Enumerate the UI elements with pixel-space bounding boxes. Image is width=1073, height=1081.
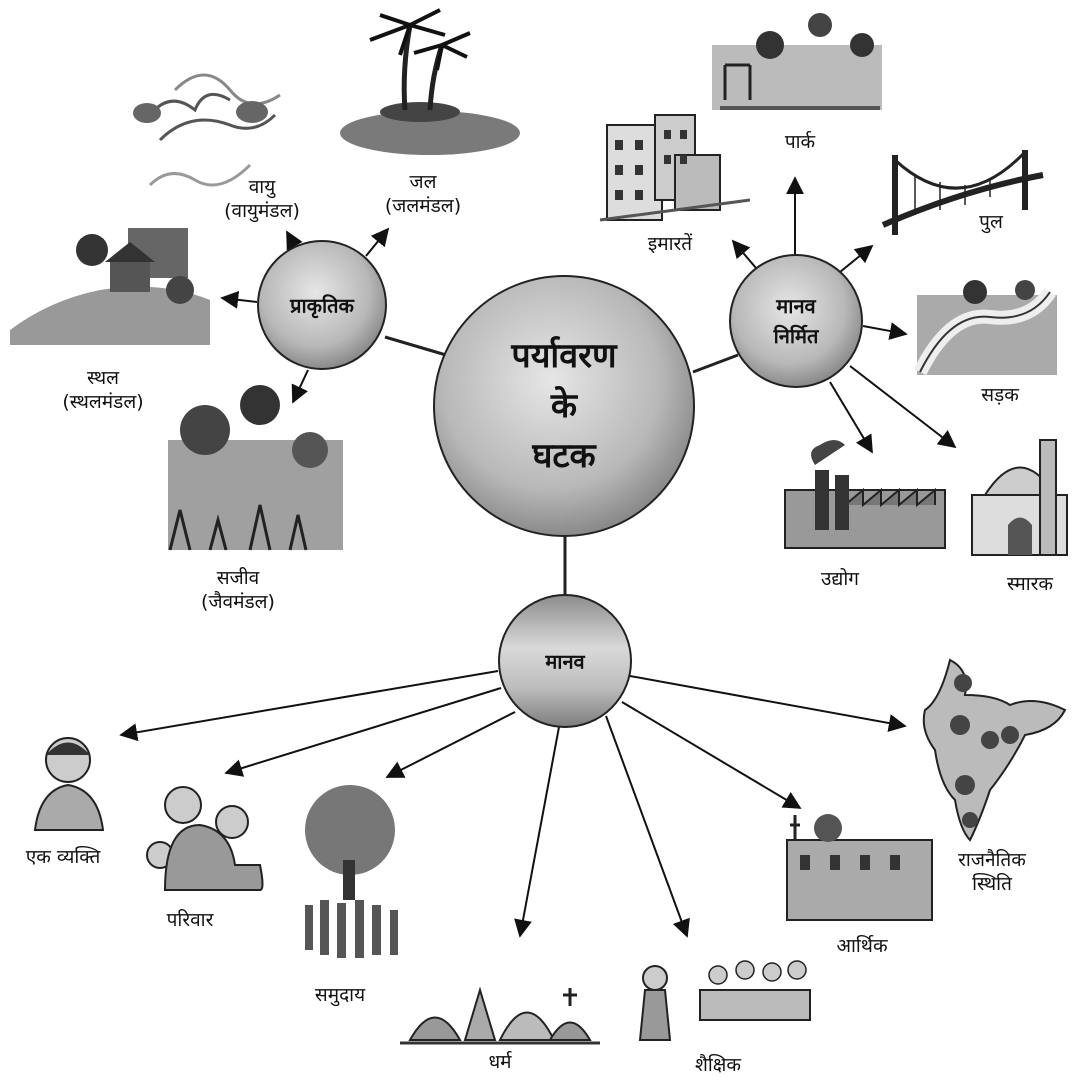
label-land-line-1: स्थल <box>86 367 120 389</box>
community-icon <box>305 785 398 958</box>
label-water-line-2: (जलमंडल) <box>384 195 462 217</box>
connector-natural <box>384 335 447 357</box>
label-air-line-2: (वायुमंडल) <box>224 200 300 222</box>
label-water: जल (जलमंडल) <box>385 170 461 218</box>
label-water-line-1: जल <box>409 171 437 193</box>
arrow-political <box>629 675 907 732</box>
arrow-bridge <box>839 244 874 273</box>
arrow-industry <box>829 381 873 454</box>
center-line-3: घटक <box>532 436 596 476</box>
label-land: स्थल (स्थलमंडल) <box>62 366 143 414</box>
center-line-2: के <box>550 386 578 426</box>
label-religion: धर्म <box>488 1051 512 1073</box>
label-political-line-2: स्थिति <box>972 873 1012 895</box>
label-living-line-1: सजीव <box>216 567 260 589</box>
hub-connectors <box>384 335 739 596</box>
label-community: समुदाय <box>314 984 366 1006</box>
arrow-individual <box>119 670 499 742</box>
label-land-line-2: (स्थलमंडल) <box>62 391 144 413</box>
natural-hub-label: प्राकृतिक <box>290 292 354 319</box>
monument-icon <box>971 439 1068 556</box>
arrow-economic <box>621 701 802 809</box>
arrow-living <box>291 369 309 404</box>
road-icon <box>913 280 1057 376</box>
education-icon <box>638 960 811 1041</box>
human-hub-text: मानव <box>545 649 585 674</box>
label-economic: आर्थिक <box>836 935 888 957</box>
arrow-education <box>605 715 690 938</box>
individual-icon <box>33 737 105 831</box>
manmade-hub-line-1: मानव <box>776 294 816 318</box>
park-icon <box>712 13 882 110</box>
arrow-community <box>385 711 516 778</box>
label-air-line-1: वायु <box>248 176 276 198</box>
label-living: सजीव (जैवमंडल) <box>201 566 275 614</box>
center-title: पर्यावरण के घटक <box>511 331 616 481</box>
label-buildings: इमारतें <box>647 233 693 255</box>
label-education: शैक्षिक <box>694 1054 742 1076</box>
label-park: पार्क <box>784 131 816 153</box>
manmade-hub-line-2: निर्मित <box>773 324 819 348</box>
land-icon <box>10 228 210 345</box>
label-living-line-2: (जैवमंडल) <box>201 591 275 613</box>
manmade-hub-circle <box>729 254 863 388</box>
bridge-icon <box>881 150 1044 235</box>
water-icon <box>340 8 520 155</box>
living-icon <box>168 385 343 551</box>
label-individual: एक व्यक्ति <box>25 846 101 868</box>
human-hub-circle <box>498 594 632 728</box>
arrow-water <box>365 227 390 257</box>
center-circle <box>433 275 695 537</box>
label-political-line-1: राजनैतिक <box>958 849 1026 871</box>
human-hub-label: मानव <box>545 648 584 675</box>
label-bridge: पुल <box>979 211 1003 233</box>
arrow-land <box>220 290 258 309</box>
manmade-hub-label: मानव निर्मित <box>774 291 819 351</box>
air-icon <box>133 73 281 187</box>
economic-icon <box>786 814 933 921</box>
label-political: राजनैतिक स्थिति <box>958 848 1026 896</box>
arrow-monument <box>849 365 957 449</box>
political-map-icon <box>922 658 1067 842</box>
natural-hub-text: प्राकृतिक <box>290 293 354 318</box>
center-line-1: पर्यावरण <box>511 336 617 376</box>
manmade-arrows <box>731 176 957 454</box>
arrow-religion <box>514 726 560 938</box>
natural-hub-circle <box>257 240 387 370</box>
religion-icon <box>400 986 600 1045</box>
label-air: वायु (वायुमंडल) <box>224 175 300 223</box>
arrow-buildings <box>731 239 757 269</box>
family-icon <box>146 786 264 891</box>
industry-icon <box>784 440 946 549</box>
arrow-road <box>862 322 908 340</box>
label-family: परिवार <box>166 909 214 931</box>
label-industry: उद्योग <box>820 568 860 590</box>
buildings-icon <box>599 114 751 222</box>
connector-manmade <box>692 353 739 374</box>
label-road: सड़क <box>981 384 1019 406</box>
arrow-family <box>224 687 502 777</box>
human-arrows <box>119 670 907 938</box>
label-monument: स्मारक <box>1006 573 1054 595</box>
